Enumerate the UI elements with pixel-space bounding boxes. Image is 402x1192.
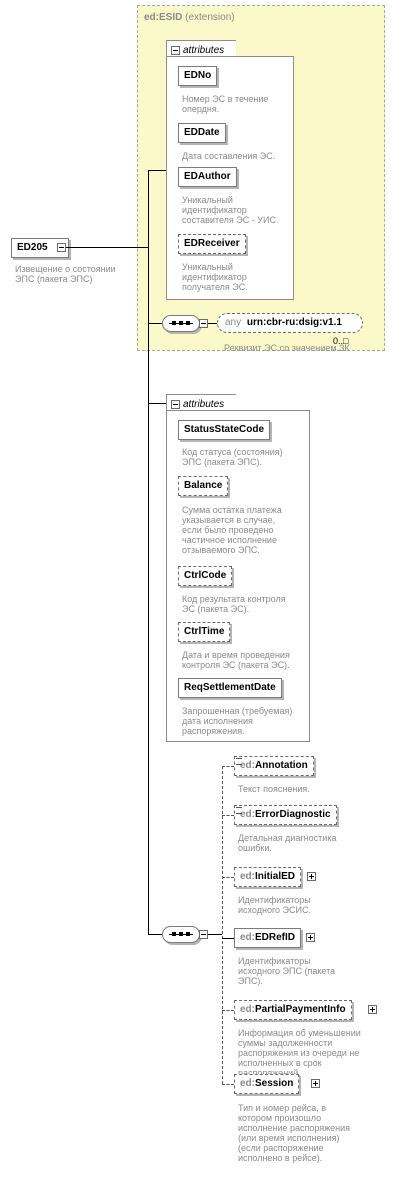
attributes-title-1: attributes: [183, 45, 225, 57]
doc-icon: [236, 807, 242, 814]
any-namespace: urn:cbr-ru:dsig:v1.1: [246, 317, 342, 328]
element-initialed[interactable]: ed:InitialED: [234, 867, 302, 887]
attribute-edauthor[interactable]: EDAuthor: [178, 167, 237, 187]
any-keyword: any: [225, 317, 242, 328]
any-element[interactable]: any urn:cbr-ru:dsig:v1.1: [217, 313, 363, 333]
element-partialpaymentinfo[interactable]: ed:PartialPaymentInfo: [234, 1000, 352, 1020]
attribute-ctrlcode[interactable]: CtrlCode: [178, 566, 233, 586]
attribute-ctrltime[interactable]: CtrlTime: [178, 622, 231, 642]
root-element-ed205[interactable]: ED205: [11, 238, 69, 258]
element-annotation[interactable]: ed:Annotation: [234, 756, 314, 776]
element-session[interactable]: ed:Session: [234, 1074, 300, 1094]
attribute-edno[interactable]: EDNo: [178, 66, 218, 86]
element-errordiagnostic[interactable]: ed:ErrorDiagnostic: [234, 805, 337, 825]
collapse-icon[interactable]: [57, 243, 66, 252]
any-occurs: 0..□: [333, 336, 349, 346]
expand-icon[interactable]: [306, 933, 315, 942]
extension-type-name: ed:ESID: [144, 12, 183, 23]
sequence-compositor-1: [162, 315, 200, 332]
attribute-edreceiver[interactable]: EDReceiver: [178, 234, 246, 254]
attributes-header-2[interactable]: attributes: [166, 394, 236, 411]
collapse-icon[interactable]: [199, 930, 208, 939]
attribute-eddate[interactable]: EDDate: [178, 123, 226, 143]
extension-type-suffix: (extension): [185, 12, 235, 23]
attribute-statusstatecode[interactable]: StatusStateCode: [178, 420, 271, 440]
extension-type-label: ed:ESID (extension): [144, 12, 235, 23]
attribute-statusstatecode-annotation: Код статуса (состояния)ЭПС (пакета ЭПС).: [182, 447, 283, 467]
attribute-eddate-annotation: Дата составления ЭС.: [182, 151, 276, 161]
attributes-header-1[interactable]: attributes: [166, 40, 236, 57]
expand-icon[interactable]: [307, 872, 316, 881]
element-edrefid[interactable]: ed:EDRefID: [234, 928, 302, 948]
any-annotation: Реквизит ЭС со значением ЗК: [224, 343, 350, 353]
expand-icon[interactable]: [368, 1005, 377, 1014]
sequence-compositor-2: [162, 926, 200, 943]
attribute-balance[interactable]: Balance: [178, 476, 229, 496]
element-annotation-annotation: Текст пояснения.: [238, 784, 310, 794]
doc-icon: [236, 758, 242, 765]
collapse-icon[interactable]: [171, 400, 180, 410]
collapse-icon[interactable]: [199, 319, 208, 328]
attribute-reqsettlementdate[interactable]: ReqSettlementDate: [178, 678, 282, 698]
expand-icon[interactable]: [311, 1079, 320, 1088]
attributes-title-2: attributes: [183, 399, 225, 411]
collapse-icon[interactable]: [171, 46, 180, 56]
